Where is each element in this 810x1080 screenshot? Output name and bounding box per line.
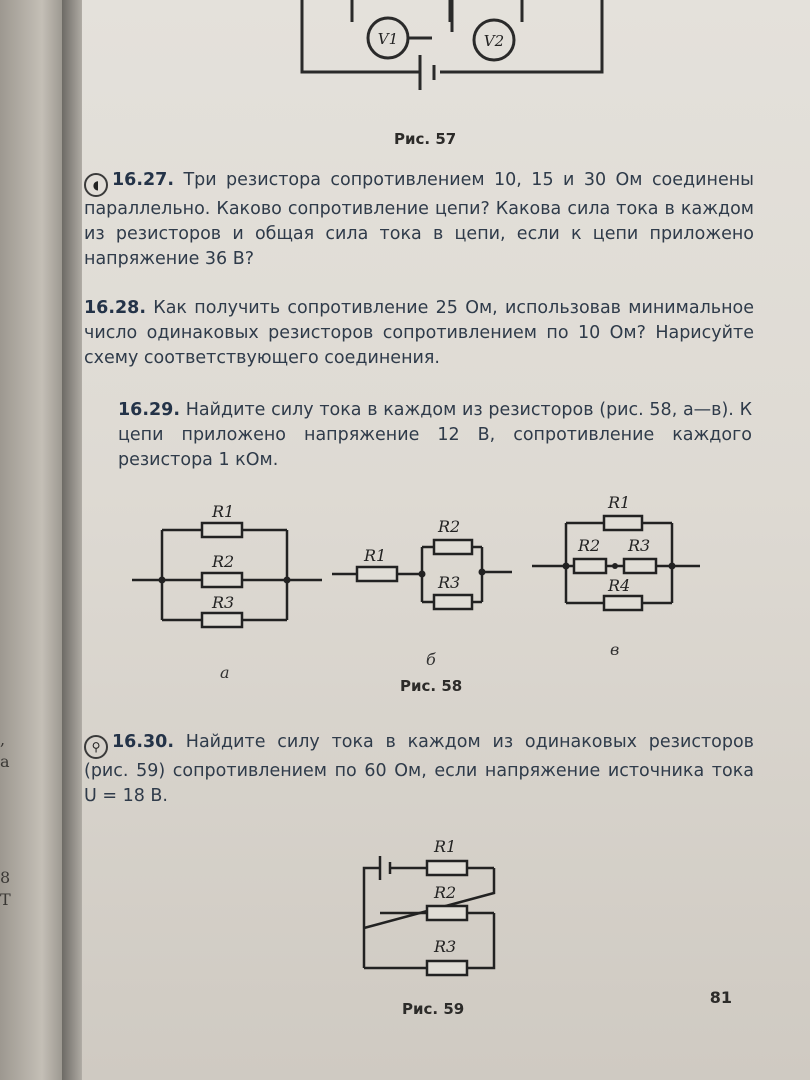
- left-text-fragment: 8: [0, 868, 11, 887]
- figure-58b-label: б: [426, 650, 436, 669]
- problem-text: Найдите силу тока в каждом из резисторов…: [118, 400, 752, 470]
- page-content: V1 V2 Рис. 57 ◖16.27. Три резистора сопр…: [82, 0, 810, 1080]
- figure-59-caption: Рис. 59: [402, 1000, 465, 1018]
- figure-58c-label: в: [610, 640, 620, 659]
- resistor-label-r3: R3: [433, 937, 456, 956]
- left-text-fragment: Т: [0, 890, 11, 909]
- resistor-label-r1: R1: [211, 502, 234, 521]
- page-number: 81: [709, 988, 732, 1007]
- problem-number: 16.27.: [112, 170, 175, 190]
- resistor-label-r3: R3: [437, 573, 460, 592]
- figure-57-caption: Рис. 57: [394, 130, 457, 148]
- problem-number: 16.30.: [112, 732, 175, 752]
- problem-number: 16.29.: [118, 400, 181, 420]
- problem-text: Как получить сопротивление 25 Ом, исполь…: [84, 298, 754, 368]
- figure-58a-circuit: R1 R2 R3: [132, 502, 322, 629]
- figure-59-circuit: R1 R2 R3: [362, 837, 496, 977]
- resistor-label-r2: R2: [433, 883, 456, 902]
- figure-58a-label: а: [220, 663, 230, 682]
- left-text-fragment: а: [0, 752, 10, 771]
- problem-16-28: 16.28. Как получить сопротивление 25 Ом,…: [84, 296, 754, 371]
- problem-number: 16.28.: [84, 298, 147, 318]
- left-text-fragment: ,: [0, 730, 6, 749]
- figure-58b-circuit: R1 R2 R3: [332, 517, 512, 611]
- svg-text:V1: V1: [378, 30, 398, 48]
- magnifier-icon: ⚲: [84, 735, 108, 759]
- problem-16-27: ◖16.27. Три резистора сопротивлением 10,…: [84, 168, 754, 272]
- resistor-label-r1: R1: [433, 837, 456, 856]
- svg-text:V2: V2: [484, 32, 504, 50]
- book-page: V1 V2 Рис. 57 ◖16.27. Три резистора сопр…: [82, 0, 810, 1080]
- figure-58c-circuit: R1 R2 R3 R4: [532, 493, 700, 612]
- headset-icon: ◖: [84, 173, 108, 197]
- resistor-label-r3: R3: [627, 536, 650, 555]
- resistor-label-r2: R2: [577, 536, 600, 555]
- voltmeter-v2: V2: [472, 18, 516, 62]
- problem-text: Найдите силу тока в каждом из одинаковых…: [84, 732, 754, 806]
- voltmeter-v1: V1: [366, 16, 410, 60]
- resistor-label-r4: R4: [607, 576, 630, 595]
- problem-16-29: 16.29. Найдите силу тока в каждом из рез…: [118, 398, 752, 473]
- resistor-label-r2: R2: [437, 517, 460, 536]
- resistor-label-r3: R3: [211, 593, 234, 612]
- left-page-edge: , а 8 Т: [0, 0, 70, 1080]
- problem-text: Три резистора сопротивлением 10, 15 и 30…: [84, 170, 754, 269]
- resistor-label-r2: R2: [211, 552, 234, 571]
- figure-58-caption: Рис. 58: [400, 677, 463, 695]
- resistor-label-r1: R1: [363, 546, 386, 565]
- problem-16-30: ⚲16.30. Найдите силу тока в каждом из од…: [84, 730, 754, 809]
- resistor-label-r1: R1: [607, 493, 630, 512]
- figure-57-circuit: V1 V2: [300, 0, 604, 90]
